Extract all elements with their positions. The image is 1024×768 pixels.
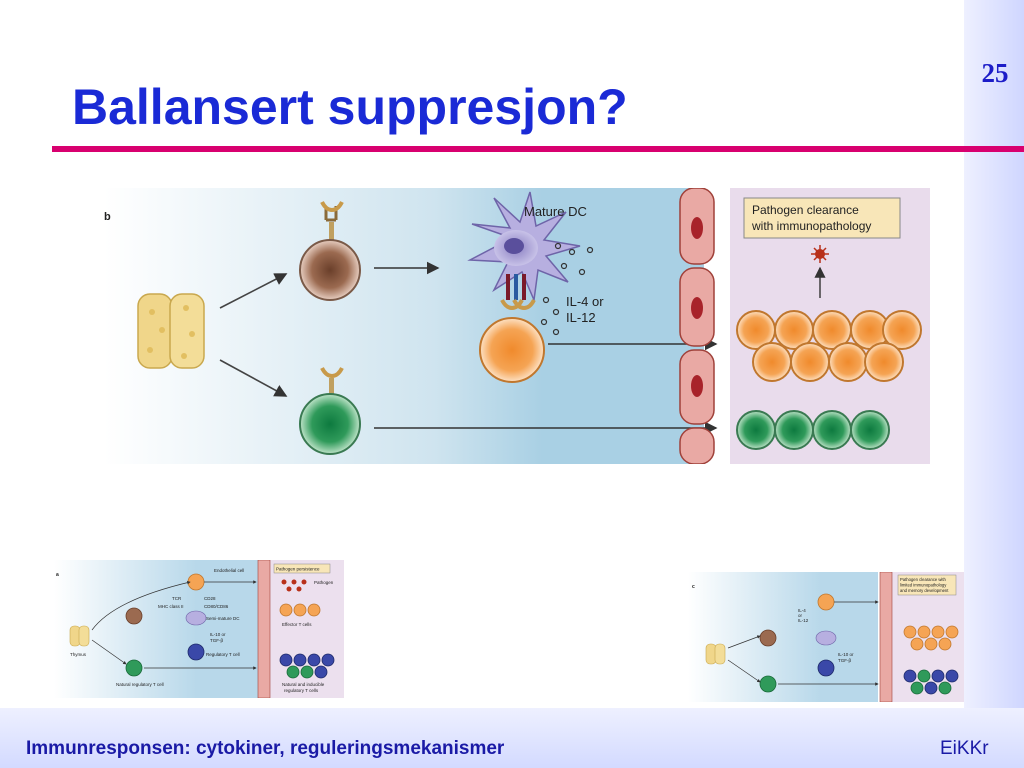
naive-cell-c (759, 629, 777, 647)
effector-cells-a (279, 603, 321, 617)
slide-title: Ballansert suppresjon? (72, 79, 628, 135)
persistence-label: Pathogen persistence (276, 567, 320, 572)
thymus-icon-c (705, 643, 717, 665)
inducible-label-2: regulatory T cells (284, 688, 319, 693)
thymus-icon (137, 293, 205, 369)
arrow-thymus-to-naive (219, 273, 288, 309)
reg-cell-a (187, 643, 205, 661)
effector-cells-c (903, 625, 959, 651)
cd80-label: CD80/CD86 (204, 604, 229, 609)
treg-cell-c (759, 675, 777, 693)
persistence-box (273, 563, 331, 574)
cytokine-dots (540, 242, 594, 336)
effector-cell-cluster (736, 310, 922, 382)
naive-t-cell-icon (299, 201, 361, 301)
il4-label-3: IL-12 (798, 618, 809, 623)
endothelium-icon (679, 188, 715, 464)
figure-b-diagram: b Mature DC IL-4 or (104, 188, 930, 464)
reg-cell-c (817, 659, 835, 677)
footer-band (0, 708, 1024, 768)
outcome-line-2: with immunopathology (751, 219, 871, 233)
figure-a-diagram: a Endothelial cell Pathogen persistence … (54, 560, 344, 698)
outcome-box-c (897, 574, 957, 596)
il10-label-c-1: IL-10 or (838, 652, 854, 657)
pathogen-icon (811, 245, 829, 263)
slide-number: 25 (981, 58, 1009, 88)
title-underline (52, 146, 1024, 152)
treg-cell-a (125, 659, 143, 677)
panel-c-letter: c (692, 584, 695, 590)
mature-dc-icon (467, 191, 581, 303)
thymus-icon-a (69, 625, 81, 647)
pathogen-label-a: Pathogen (314, 580, 334, 585)
right-decor-band (964, 0, 1024, 768)
outcome-c-2: limited immunopathology (900, 583, 947, 588)
treg-cell-cluster (736, 410, 890, 450)
pathogen-dots-a (281, 579, 307, 592)
inducible-label-1: Natural and inducible (282, 682, 325, 687)
cytokine-label-2: IL-12 (566, 310, 596, 325)
arrow-thymus-to-treg (219, 359, 288, 397)
footer-author: EiKKr (940, 738, 989, 759)
reg-cells-a (279, 653, 335, 679)
il10-label-c-2: TGF-β (838, 658, 851, 663)
tcr-label: TCR (172, 596, 182, 601)
regulatory-label-a: Regulatory T cell (206, 652, 240, 657)
effector-cell-c (817, 593, 835, 611)
thymus-label-a: Thymus (70, 652, 87, 657)
outcome-c-3: and memory development (900, 588, 949, 593)
semi-dc-label: Semi-mature DC (206, 616, 240, 621)
effector-label-a: Effector T cells (282, 622, 312, 627)
reg-cells-c (903, 669, 959, 695)
il4-label-1: IL-4 (798, 608, 806, 613)
endothelial-label: Endothelial cell (214, 568, 244, 573)
cytokine-label-1: IL-4 or (566, 294, 604, 309)
il10-label-a-1: IL-10 or (210, 632, 226, 637)
il10-label-a-2: TGF-β (210, 638, 223, 643)
effector-cell-a (187, 573, 205, 591)
naive-cell-a (125, 607, 143, 625)
effector-t-cell-icon (479, 299, 545, 383)
cd28-label: CD28 (204, 596, 216, 601)
natural-reg-label: Natural regulatory T cell (116, 682, 164, 687)
mhc-label: MHC class II (158, 604, 184, 609)
outcome-line-1: Pathogen clearance (752, 203, 859, 217)
panel-b-letter: b (104, 211, 111, 223)
il4-label-2: or (798, 613, 803, 618)
regulatory-t-cell-icon (299, 367, 361, 455)
mature-dc-label: Mature DC (524, 204, 587, 219)
dc-icon-c (815, 630, 837, 646)
figure-c-diagram: c Pathogen clearance with limited immuno… (688, 572, 964, 702)
outcome-c-1: Pathogen clearance with (900, 577, 947, 582)
outcome-box (743, 197, 901, 239)
panel-a-letter: a (56, 572, 59, 578)
semi-dc-icon-a (185, 610, 207, 626)
footer-title: Immunresponsen: cytokiner, reguleringsme… (26, 738, 505, 759)
